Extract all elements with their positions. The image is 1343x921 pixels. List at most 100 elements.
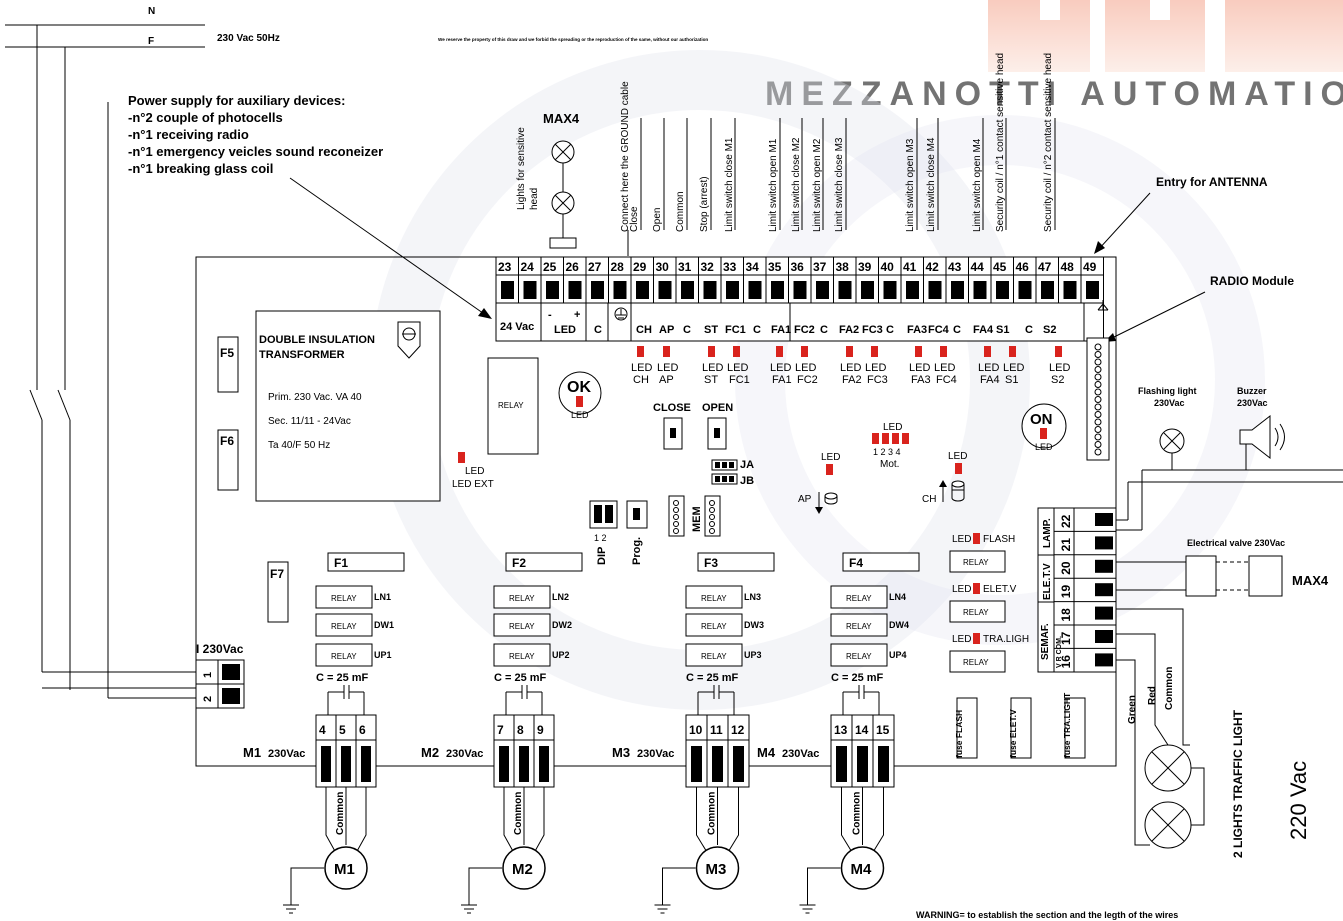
terminal-label: S2 — [1043, 324, 1056, 336]
svg-text:LN1: LN1 — [374, 592, 391, 602]
top-caption: Close — [629, 206, 640, 232]
terminal-screw — [658, 281, 672, 299]
terminal-screw — [546, 281, 559, 299]
terminal-screw — [996, 281, 1009, 299]
terminal-number: 48 — [1061, 260, 1075, 274]
warning-text: WARNING= to establish the section and th… — [916, 910, 1178, 920]
fuse-f6: F6 — [217, 429, 239, 491]
svg-text:LED: LED — [865, 362, 886, 374]
top-caption: Limit switch close M4 — [926, 137, 937, 232]
svg-text:RELAY: RELAY — [846, 622, 872, 631]
neutral-label: N — [148, 6, 155, 17]
svg-text:UP3: UP3 — [744, 650, 762, 660]
main-relay: RELAY — [487, 357, 539, 455]
top-caption: Limit switch open M4 — [972, 138, 983, 232]
svg-text:230Vac: 230Vac — [446, 748, 483, 760]
top-caption: Stop (arrest) — [699, 176, 710, 232]
open-button[interactable] — [707, 417, 727, 450]
svg-text:SEMAF.: SEMAF. — [1040, 623, 1051, 660]
sensitive-head-lamps — [549, 140, 577, 249]
svg-text:LED: LED — [465, 466, 484, 477]
status-led — [871, 346, 878, 357]
terminal-number: 45 — [993, 260, 1007, 274]
status-led — [776, 346, 783, 357]
svg-text:1: 1 — [202, 672, 214, 678]
svg-text:FLASH: FLASH — [983, 534, 1015, 545]
svg-text:Ta 40/F 50 Hz: Ta 40/F 50 Hz — [268, 440, 330, 451]
svg-text:LED EXT: LED EXT — [452, 479, 494, 490]
svg-text:CH: CH — [922, 494, 936, 505]
antenna-label: Entry for ANTENNA — [1156, 175, 1268, 189]
motor-symbol — [502, 846, 546, 890]
terminal-number: 41 — [903, 260, 917, 274]
transformer-icon — [397, 321, 421, 359]
terminal-label: C — [820, 324, 828, 336]
svg-text:1 2: 1 2 — [594, 533, 607, 543]
terminal-number: 37 — [813, 260, 827, 274]
svg-text:RELAY: RELAY — [846, 652, 872, 661]
mem-label: MEM — [691, 506, 703, 532]
svg-text:DIP: DIP — [596, 547, 608, 565]
svg-text:Buzzer: Buzzer — [1237, 386, 1267, 396]
svg-text:2: 2 — [202, 696, 214, 702]
motor-leds: LED 1 2 3 4 Mot. — [872, 422, 909, 470]
terminal-number: 25 — [543, 260, 557, 274]
svg-text:12: 12 — [731, 723, 745, 737]
terminal-number: 33 — [723, 260, 737, 274]
svg-text:V R COM.: V R COM. — [1056, 636, 1063, 668]
terminal-number: 17 — [1059, 631, 1073, 645]
traffic-light-label: 2 LIGHTS TRAFFIC LIGHT — [1231, 709, 1245, 858]
prog-button[interactable]: Prog. — [626, 500, 648, 565]
terminal-label: C — [683, 324, 691, 336]
red-label: Red — [1147, 686, 1158, 705]
terminal-label: ST — [704, 324, 718, 336]
svg-text:FA1: FA1 — [772, 374, 792, 386]
dip-switch[interactable]: 1 2 DIP — [589, 500, 618, 565]
ok-indicator: OK LED — [558, 371, 602, 420]
svg-text:FC2: FC2 — [797, 374, 818, 386]
terminal-number: 24 — [521, 260, 535, 274]
terminal-number: 39 — [858, 260, 872, 274]
svg-text:9: 9 — [537, 723, 544, 737]
aux-supply-note: Power supply for auxiliary devices: -n°2… — [128, 93, 383, 176]
top-caption: Open — [652, 208, 663, 232]
terminal-screw — [1063, 281, 1077, 299]
svg-text:S2: S2 — [1051, 374, 1064, 386]
svg-text:LED: LED — [1003, 362, 1024, 374]
svg-text:F5: F5 — [220, 346, 234, 360]
open-label: OPEN — [702, 402, 733, 414]
terminal-screw — [636, 281, 649, 299]
terminal-number: 36 — [791, 260, 805, 274]
svg-text:S1: S1 — [1005, 374, 1018, 386]
svg-text:DW3: DW3 — [744, 620, 764, 630]
svg-text:LED: LED — [702, 362, 723, 374]
status-led — [637, 346, 644, 357]
svg-text:RELAY: RELAY — [331, 594, 357, 603]
svg-text:LN4: LN4 — [889, 592, 906, 602]
svg-text:LED: LED — [952, 634, 971, 645]
terminal-label: LED — [554, 324, 576, 336]
max4-right-label: MAX4 — [1292, 573, 1329, 588]
terminal-number: 30 — [656, 260, 670, 274]
top-caption: head — [529, 188, 540, 210]
svg-text:7: 7 — [497, 723, 504, 737]
svg-text:Common: Common — [335, 792, 346, 835]
svg-text:LED: LED — [952, 584, 971, 595]
svg-text:LED: LED — [571, 410, 589, 420]
watermark-text: MEZZANOTTI AUTOMATION C — [765, 75, 1343, 113]
svg-text:RELAY: RELAY — [509, 622, 535, 631]
svg-text:1 2 3 4: 1 2 3 4 — [873, 447, 901, 457]
svg-text:JB: JB — [740, 475, 754, 487]
terminal-label: - — [548, 309, 552, 321]
close-label: CLOSE — [653, 402, 691, 414]
svg-text:C = 25 mF: C = 25 mF — [494, 672, 547, 684]
svg-text:230Vac: 230Vac — [782, 748, 819, 760]
terminal-screw — [681, 281, 694, 299]
close-button[interactable] — [663, 417, 683, 450]
svg-text:F4: F4 — [849, 556, 863, 570]
traffic-light-wiring — [1116, 608, 1205, 849]
terminal-number: 47 — [1038, 260, 1052, 274]
